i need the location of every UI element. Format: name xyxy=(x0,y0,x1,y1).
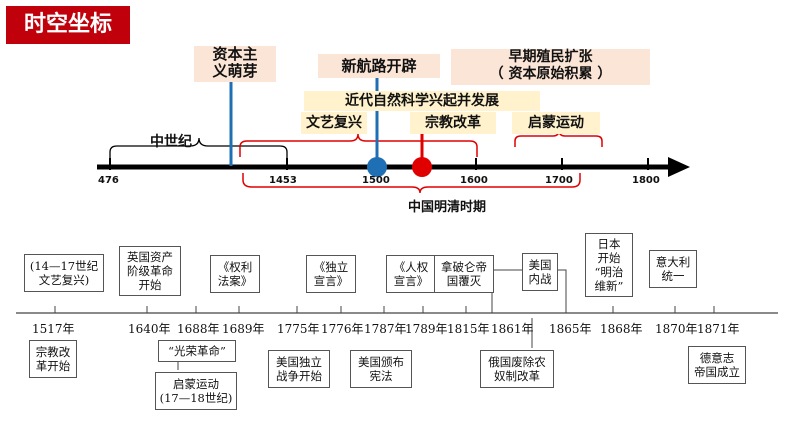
tick-label-1500: 1500 xyxy=(362,175,390,186)
new-routes-marker-dot xyxy=(367,157,387,177)
year-1775: 1775年 xyxy=(277,322,320,336)
year-1815: 1815年 xyxy=(447,322,490,336)
event-english-revolution: 英国资产阶级革命开始 xyxy=(119,246,181,296)
event-text: 法案》 xyxy=(217,274,253,288)
event-text: 开始 xyxy=(597,251,621,265)
colonial-label-line1: 早期殖民扩张 xyxy=(508,49,593,65)
event-text: 统一 xyxy=(661,269,685,283)
event-text: 《权利 xyxy=(217,260,253,274)
event-text: 德意志 xyxy=(699,351,735,365)
science-label: 近代自然科学兴起并发展 xyxy=(304,91,540,111)
event-text: 开始 xyxy=(138,278,162,292)
event-text: 文艺复兴) xyxy=(38,273,90,287)
tick-label-476: 476 xyxy=(98,175,119,186)
year-1517: 1517年 xyxy=(32,322,75,336)
colonial-label: 早期殖民扩张 （ 资本原始积累 ） xyxy=(451,49,650,85)
event-text: “明治 xyxy=(594,265,624,279)
event-text: 启蒙运动 xyxy=(173,377,219,391)
event-renaissance-14-17: (14—17世纪文艺复兴) xyxy=(24,254,104,292)
event-text: 美国颁布 xyxy=(358,355,404,369)
event-us-civil-war: 美国内战 xyxy=(522,253,558,291)
year-1868: 1868年 xyxy=(600,322,643,336)
event-text: 帝国成立 xyxy=(694,365,740,379)
new-routes-label: 新航路开辟 xyxy=(318,54,440,78)
event-text: 拿破仑帝 xyxy=(441,260,487,274)
event-russia-serf-reform: 俄国废除农奴制改革 xyxy=(480,350,554,388)
event-text: 俄国废除农 xyxy=(488,355,546,369)
event-text: 意大利 xyxy=(655,255,691,269)
event-text: 革开始 xyxy=(35,359,71,373)
event-enlightenment-17-18: 启蒙运动(17—18世纪) xyxy=(155,372,237,410)
upper-axis-arrowhead xyxy=(668,157,690,177)
event-text: “光荣革命” xyxy=(168,344,226,358)
tick-label-1800: 1800 xyxy=(632,175,660,186)
event-text: 宣言》 xyxy=(393,274,429,288)
event-meiji-restoration: 日本开始“明治维新” xyxy=(585,233,633,297)
middle-ages-brace xyxy=(109,137,288,166)
tick-label-1600: 1600 xyxy=(460,175,488,186)
sprouts-label: 资本主 义萌芽 xyxy=(194,46,276,82)
year-1689: 1689年 xyxy=(222,322,265,336)
year-1640: 1640年 xyxy=(128,322,171,336)
event-rights-of-man: 《人权宣言》 xyxy=(386,255,436,293)
event-text: 英国资产 xyxy=(127,250,173,264)
event-napoleon-fall: 拿破仑帝国覆灭 xyxy=(434,255,494,293)
event-us-constitution: 美国颁布宪法 xyxy=(350,350,412,388)
event-text: 宗教改 xyxy=(35,345,71,359)
renaissance-reformation-brace xyxy=(239,133,478,157)
event-text: 阶级革命 xyxy=(127,264,173,278)
reformation-label: 宗教改革 xyxy=(410,112,496,134)
event-text: 《人权 xyxy=(393,260,429,274)
event-text: 日本 xyxy=(597,237,621,251)
event-text: 战争开始 xyxy=(276,369,322,383)
year-1871: 1871年 xyxy=(697,322,740,336)
ming-qing-label: 中国明清时期 xyxy=(408,200,487,215)
event-text: 内战 xyxy=(528,272,552,286)
event-italy-unification: 意大利统一 xyxy=(649,250,697,288)
ming-qing-brace xyxy=(242,173,581,194)
event-declaration-independence: 《独立宣言》 xyxy=(306,255,356,293)
event-american-revolution-war: 美国独立战争开始 xyxy=(268,350,330,388)
enlightenment-label: 启蒙运动 xyxy=(512,112,600,134)
event-text: 宪法 xyxy=(369,369,393,383)
event-text: 奴制改革 xyxy=(494,369,540,383)
civil-war-bracket-right xyxy=(556,269,567,313)
year-1861: 1861年 xyxy=(491,322,534,336)
renaissance-label: 文艺复兴 xyxy=(301,112,367,134)
event-text: 宣言》 xyxy=(313,274,349,288)
year-1688: 1688年 xyxy=(177,322,220,336)
event-reformation-start: 宗教改革开始 xyxy=(29,340,77,378)
event-text: (14—17世纪 xyxy=(29,259,99,273)
event-text: 《独立 xyxy=(313,260,349,274)
tick-label-1453: 1453 xyxy=(269,175,297,186)
sprouts-label-line2: 义萌芽 xyxy=(212,62,258,80)
civil-war-bracket-left xyxy=(491,269,524,313)
sprouts-label-line1: 资本主 xyxy=(212,45,258,63)
event-german-empire: 德意志帝国成立 xyxy=(688,346,746,384)
event-text: 维新” xyxy=(594,279,624,293)
event-text: (17—18世纪) xyxy=(159,391,233,405)
section-title: 时空坐标 xyxy=(6,6,130,44)
event-text: 国覆灭 xyxy=(446,274,482,288)
year-1865: 1865年 xyxy=(549,322,592,336)
year-1870: 1870年 xyxy=(655,322,698,336)
year-1776: 1776年 xyxy=(321,322,364,336)
event-bill-of-rights: 《权利法案》 xyxy=(210,255,260,293)
event-text: 美国独立 xyxy=(276,355,322,369)
tick-label-1700: 1700 xyxy=(545,175,573,186)
year-1789: 1789年 xyxy=(405,322,448,336)
event-glorious-revolution: “光荣革命” xyxy=(158,340,236,362)
year-1787: 1787年 xyxy=(364,322,407,336)
event-text: 美国 xyxy=(528,258,552,272)
colonial-label-line2: （ 资本原始积累 ） xyxy=(489,66,612,82)
reformation-marker-dot xyxy=(412,157,432,177)
middle-ages-label: 中世纪 xyxy=(150,134,192,150)
